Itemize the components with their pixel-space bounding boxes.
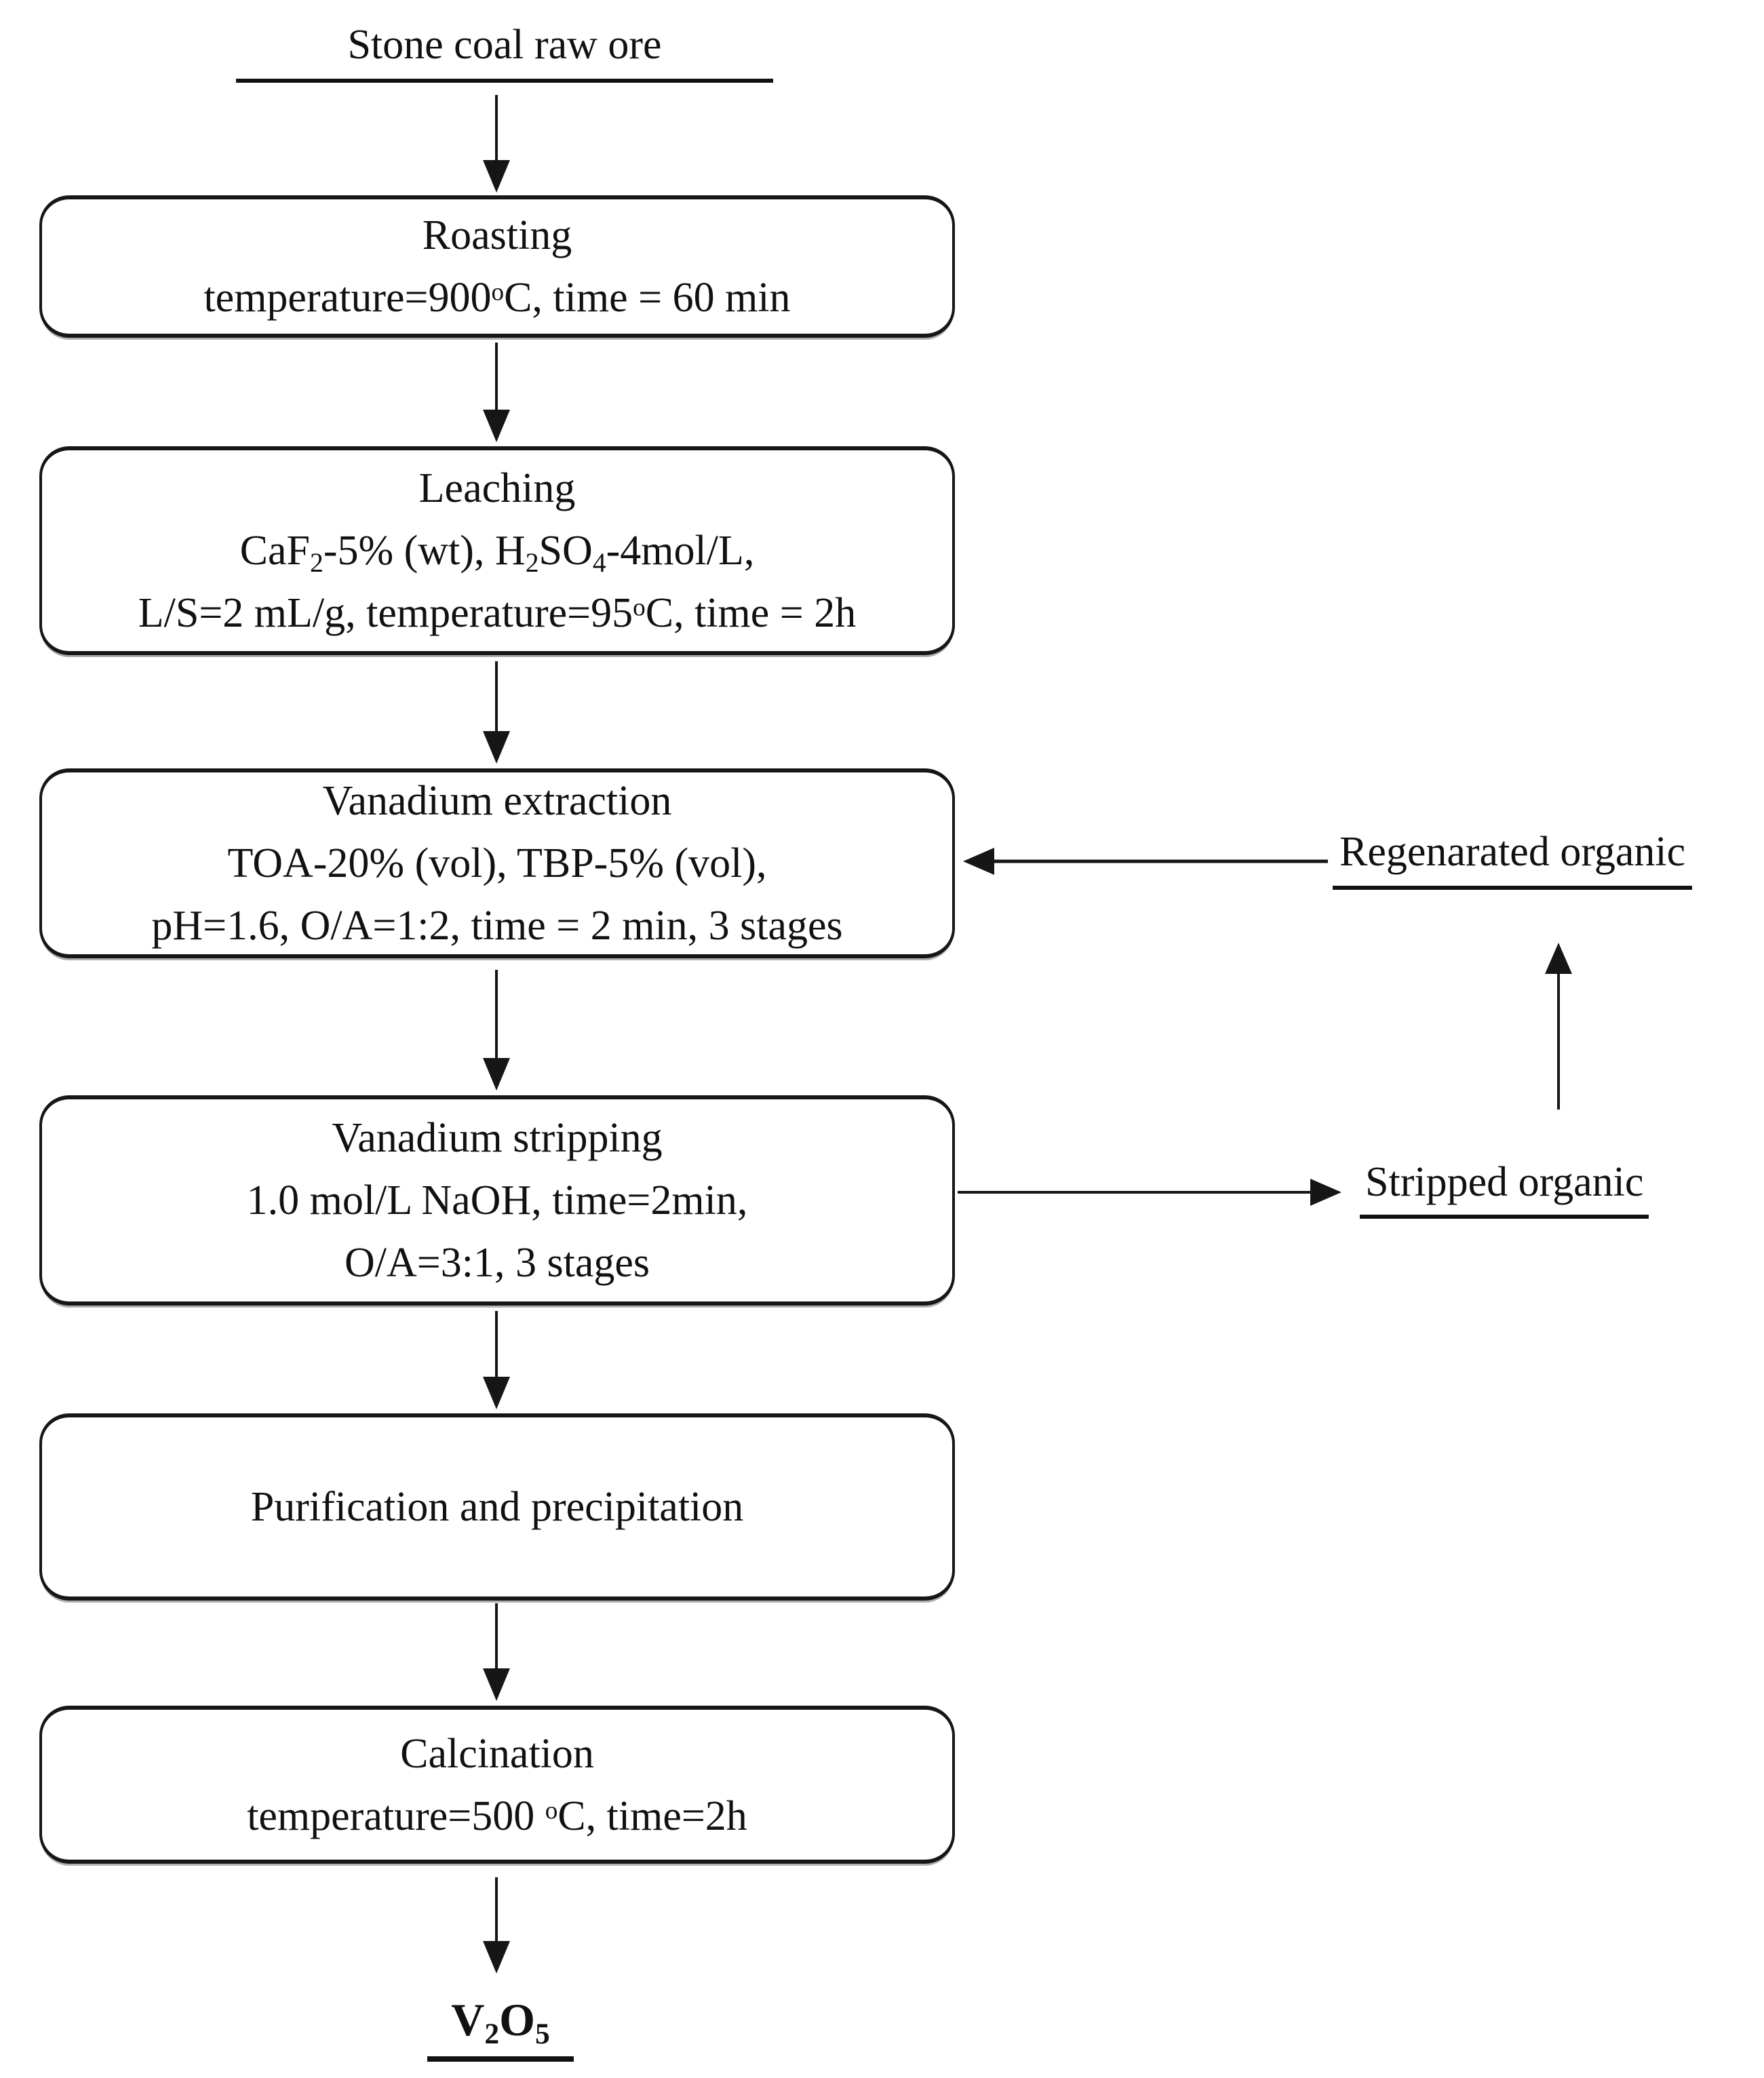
box-leaching: Leaching CaF2-5% (wt), H2SO4-4mol/L, L/S… (39, 446, 955, 655)
arrow-down-icon (483, 661, 510, 764)
arrow-down-icon (483, 1603, 510, 1701)
arrow-down-icon (483, 1311, 510, 1409)
box-leaching-title: Leaching (418, 465, 576, 511)
box-vanadium-stripping-title: Vanadium stripping (332, 1115, 663, 1161)
stripped-organic-label: Stripped organic (1360, 1158, 1649, 1219)
box-roasting: Roasting temperature=900oC, time = 60 mi… (39, 195, 955, 338)
arrow-right-stripped-organic-icon (958, 1179, 1341, 1206)
arrow-down-icon (483, 1877, 510, 1974)
box-purification-precipitation: Purification and precipitation (39, 1413, 955, 1601)
box-purification-precipitation-title: Purification and precipitation (250, 1484, 744, 1530)
box-leaching-params-1: CaF2-5% (wt), H2SO4-4mol/L, (239, 528, 755, 579)
product-v2o5-label: V2O5 (427, 1991, 574, 2062)
box-calcination: Calcination temperature=500 oC, time=2h (39, 1706, 955, 1864)
box-vanadium-extraction: Vanadium extraction TOA-20% (vol), TBP-5… (39, 768, 955, 958)
box-vanadium-extraction-params-1: TOA-20% (vol), TBP-5% (vol), (227, 840, 767, 886)
source-label: Stone coal raw ore (236, 20, 773, 83)
arrow-left-regenerated-organic-icon (963, 848, 1328, 875)
arrow-down-icon (483, 970, 510, 1091)
box-vanadium-stripping-params-2: O/A=3:1, 3 stages (345, 1240, 650, 1286)
box-calcination-params: temperature=500 oC, time=2h (247, 1792, 747, 1839)
regenerated-organic-label: Regenarated organic (1333, 827, 1693, 890)
box-roasting-title: Roasting (422, 212, 572, 258)
box-vanadium-extraction-title: Vanadium extraction (322, 778, 672, 824)
box-calcination-title: Calcination (400, 1730, 594, 1777)
box-leaching-params-2: L/S=2 mL/g, temperature=95oC, time = 2h (138, 590, 857, 636)
box-vanadium-extraction-params-2: pH=1.6, O/A=1:2, time = 2 min, 3 stages (151, 903, 843, 949)
box-vanadium-stripping: Vanadium stripping 1.0 mol/L NaOH, time=… (39, 1095, 955, 1306)
arrow-up-recycle-icon (1545, 943, 1572, 1110)
box-roasting-params: temperature=900oC, time = 60 min (203, 275, 791, 321)
box-vanadium-stripping-params-1: 1.0 mol/L NaOH, time=2min, (246, 1177, 748, 1223)
arrow-down-icon (483, 95, 510, 193)
arrow-down-icon (483, 342, 510, 442)
